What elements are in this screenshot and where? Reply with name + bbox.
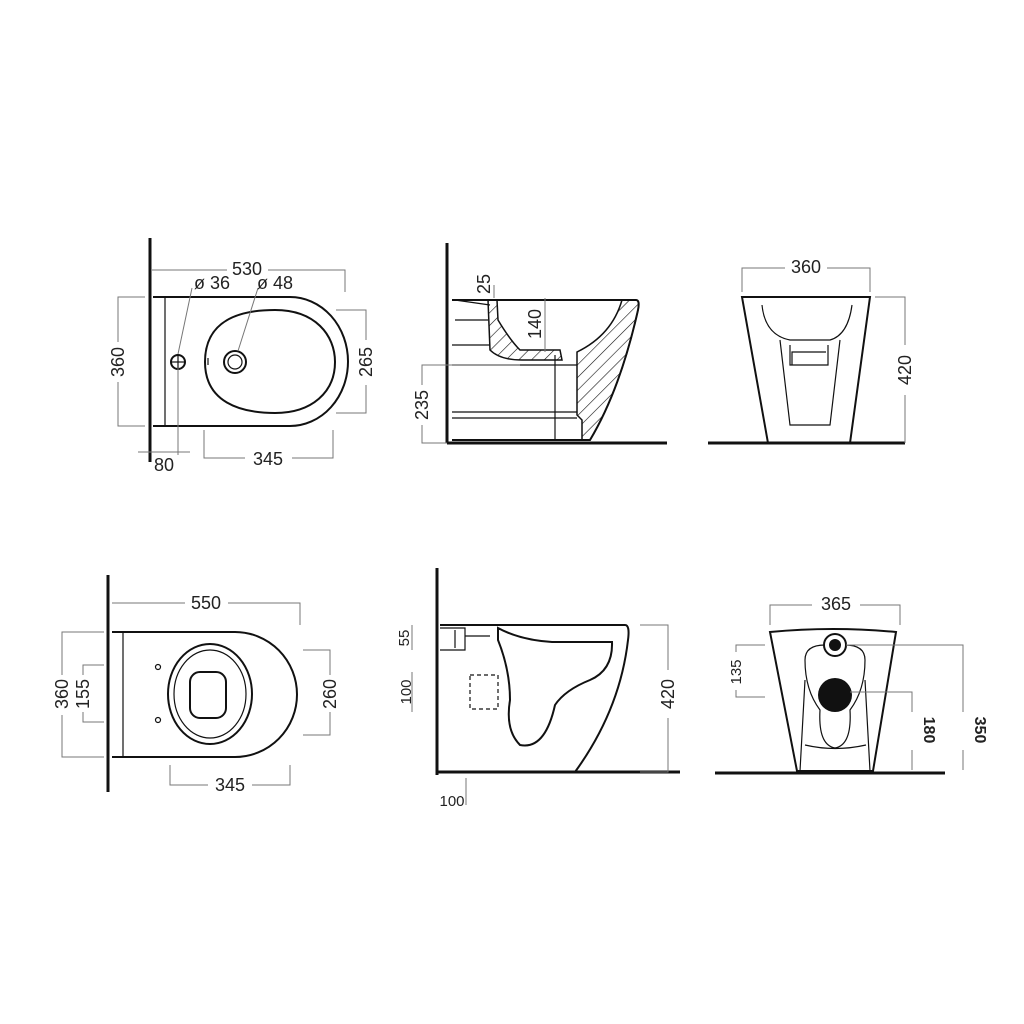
dim-label-bowl-length: 345 [253,449,283,469]
dim-label-width: 360 [52,679,72,709]
leader-lines [177,287,259,355]
wc-outline [440,624,630,773]
dim-label-hole-offset: 80 [154,455,174,475]
dim-label-bowl-depth: 140 [525,309,545,339]
dim-label-rim: 25 [474,274,494,294]
dim-label-inlet-offset: 55 [396,630,413,647]
dim-155 [82,664,104,723]
dim-260 [303,649,331,736]
dim-label-overall-length: 530 [232,259,262,279]
dim-180 [850,691,913,770]
dim-label-width: 360 [791,257,821,277]
dim-550 [112,602,301,625]
bidet-front-view: 360 420 [708,257,915,445]
bidet-bowl [203,308,337,415]
wc-side-view: 55 100 420 100 [396,568,680,810]
dim-label-overall-length: 550 [191,593,221,613]
tap-hole-icon [170,354,186,370]
dim-label-height: 420 [895,355,915,385]
dim-label-bowl-width: 265 [356,347,376,377]
inlet-detail [440,627,490,651]
dim-530 [152,269,346,292]
bidet-side-view: 25 140 235 [412,243,667,445]
dim-label-inlet-height: 350 [971,717,988,744]
outlet-hidden [469,674,499,710]
dim-365 [769,604,901,625]
drain-hole-icon [223,350,247,374]
dim-label-bowl-width: 260 [320,679,340,709]
inlet-icon [823,633,847,657]
wc-top-view: 550 360 155 260 345 [52,575,340,795]
dim-label-outlet-distance: 100 [439,793,464,810]
dim-label-outlet-height: 235 [412,390,432,420]
wc-bowl-detail [799,644,871,772]
dim-420 [640,624,669,773]
inlet-lines [454,299,491,321]
wc-outline [768,628,898,772]
dim-360 [117,296,145,427]
wc-front-view: 365 135 180 350 [715,594,988,775]
dim-345 [203,430,334,459]
bidet-outline [740,296,872,444]
dim-label-height: 420 [658,679,678,709]
fixing-hole-icon [154,716,162,724]
dim-360 [61,631,104,758]
dim-235 [421,364,520,444]
bidet-top-view: 530 ø 36 ø 48 360 265 80 345 [108,238,376,475]
dim-label-width: 365 [821,594,851,614]
bowl-detail [761,304,853,426]
wc-bowl-trap [497,626,614,747]
dim-label-outlet-size: 100 [398,679,415,704]
hatched-shell-section [576,299,640,441]
dim-345 [169,765,291,786]
dim-265 [336,309,367,414]
hatched-inner-section [487,299,563,361]
dim-label-width: 360 [108,347,128,377]
wc-outline [112,631,298,758]
dim-label-outlet-height: 180 [920,717,937,744]
dim-label-hole-large: ø 48 [257,273,293,293]
bidet-outline [153,296,349,427]
dim-420 [875,296,906,443]
bowl-opening [189,671,227,719]
dim-label-bowl-length: 345 [215,775,245,795]
seat-ring [167,643,253,745]
dim-label-fixing-spacing: 155 [73,679,93,709]
dim-25-140 [493,285,546,352]
dim-label-inlet-to-outlet: 135 [728,659,745,684]
dim-350 [846,644,964,770]
dim-360 [741,267,871,292]
dim-label-hole-small: ø 36 [194,273,230,293]
seat-inner [173,649,247,739]
dim-80 [138,368,190,455]
outlet-icon [818,678,852,712]
fixing-hole-icon [154,663,162,671]
dim-135 [735,644,765,698]
